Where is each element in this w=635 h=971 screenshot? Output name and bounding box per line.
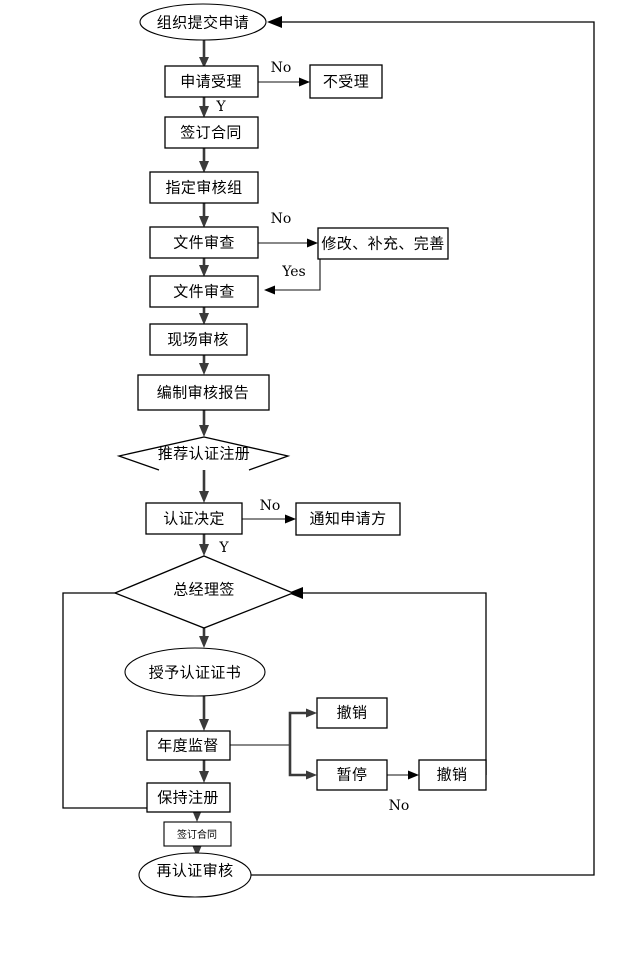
edge-label-doc-review-no: No [271,211,292,227]
connector-annual-supervision-to-keep-registered [199,760,209,783]
connector-accept-to-contract [199,97,209,118]
node-revoke-upper[interactable]: 撤销 [316,697,388,729]
node-label: 文件审查 [173,283,235,301]
connector-doc-review-1-to-2 [199,258,209,277]
node-label: 总经理签 [173,581,235,599]
node-label: 指定审核组 [165,179,242,197]
node-label: 不受理 [323,73,369,91]
node-label: 编制审核报告 [157,384,249,402]
node-suspend[interactable]: 暂停 [316,759,388,791]
edge-label-doc-review-yes: Yes [281,264,306,280]
node-keep-registered[interactable]: 保持注册 [146,782,231,813]
node-revoke-lower[interactable]: 撤销 [418,759,487,791]
node-grant-certificate[interactable]: 授予认证证书 [124,647,266,697]
edge-label-accept-no: No [271,60,292,76]
node-sign-contract[interactable]: 签订合同 [164,116,259,149]
connector-certificate-to-annual-supervision [199,696,209,731]
node-certification-decision[interactable]: 认证决定 [145,502,243,535]
connector-report-to-recommend [199,410,209,437]
node-submit-application[interactable]: 组织提交申请 [139,3,267,41]
node-prepare-audit-report[interactable]: 编制审核报告 [137,374,270,411]
node-label: 再认证审核 [156,862,233,880]
node-label: 签订合同 [180,124,242,142]
node-label: 年度监督 [157,737,219,755]
node-assign-audit-team[interactable]: 指定审核组 [149,171,259,204]
node-label: 申请受理 [180,73,242,91]
connector-annual-supervision-branch [230,708,317,780]
node-revise-supplement-improve[interactable]: 修改、补充、完善 [317,227,449,260]
node-label: 签订合同 [177,828,217,841]
connector-accept-to-reject [258,77,310,87]
edge-label-decision-no: No [260,498,281,514]
connector-decision-to-gm-sign [199,534,209,556]
node-document-review-2[interactable]: 文件审查 [149,275,259,308]
node-label: 授予认证证书 [149,664,241,682]
connector-onsite-to-report [199,354,209,375]
node-label: 现场审核 [167,331,229,349]
edge-label-revoke-no: No [389,798,410,814]
node-annual-supervision[interactable]: 年度监督 [146,730,231,761]
connector-recertification-to-submit [250,16,595,876]
connector-revoke-to-gm-sign [288,587,487,775]
node-label: 认证决定 [163,510,225,528]
node-notify-applicant[interactable]: 通知申请方 [295,502,401,536]
node-recertification-audit[interactable]: 再认证审核 [138,852,252,898]
connector-submit-to-accept [199,40,209,68]
node-label: 推荐认证注册 [158,445,250,463]
node-label: 文件审查 [173,234,235,252]
connector-assign-team-to-doc-review-1 [199,203,209,228]
edge-label-accept-yes: Y [215,99,226,115]
node-not-accepted[interactable]: 不受理 [309,64,383,99]
node-general-manager-sign[interactable]: 总经理签 [113,555,295,629]
connector-doc-review-2-to-onsite [199,307,209,325]
connector-doc-review-to-revise [258,238,318,248]
node-sign-contract-renewal[interactable]: 签订合同 [163,821,232,847]
node-label: 撤销 [337,704,368,722]
node-label: 组织提交申请 [157,14,249,32]
node-label: 保持注册 [157,789,219,807]
node-label: 修改、补充、完善 [321,235,444,253]
connector-revise-to-doc-review-2 [264,258,321,295]
node-recommend-certification-registration[interactable]: 推荐认证注册 [116,436,291,471]
node-label: 撤销 [437,766,468,784]
connector-keep-registered-to-gm-sign [62,587,157,809]
connector-contract-to-assign-team [199,148,209,173]
connector-gm-sign-to-certificate [199,628,209,648]
node-onsite-audit[interactable]: 现场审核 [149,323,248,356]
connector-decision-to-notify [242,514,296,524]
connector-suspend-to-revoke [387,770,419,780]
node-label: 通知申请方 [309,510,386,528]
node-document-review-1[interactable]: 文件审查 [149,226,259,259]
node-application-acceptance[interactable]: 申请受理 [164,65,259,98]
edge-label-decision-yes: Y [218,540,229,556]
node-label: 暂停 [337,766,368,784]
connector-recommend-to-decision [199,470,209,503]
